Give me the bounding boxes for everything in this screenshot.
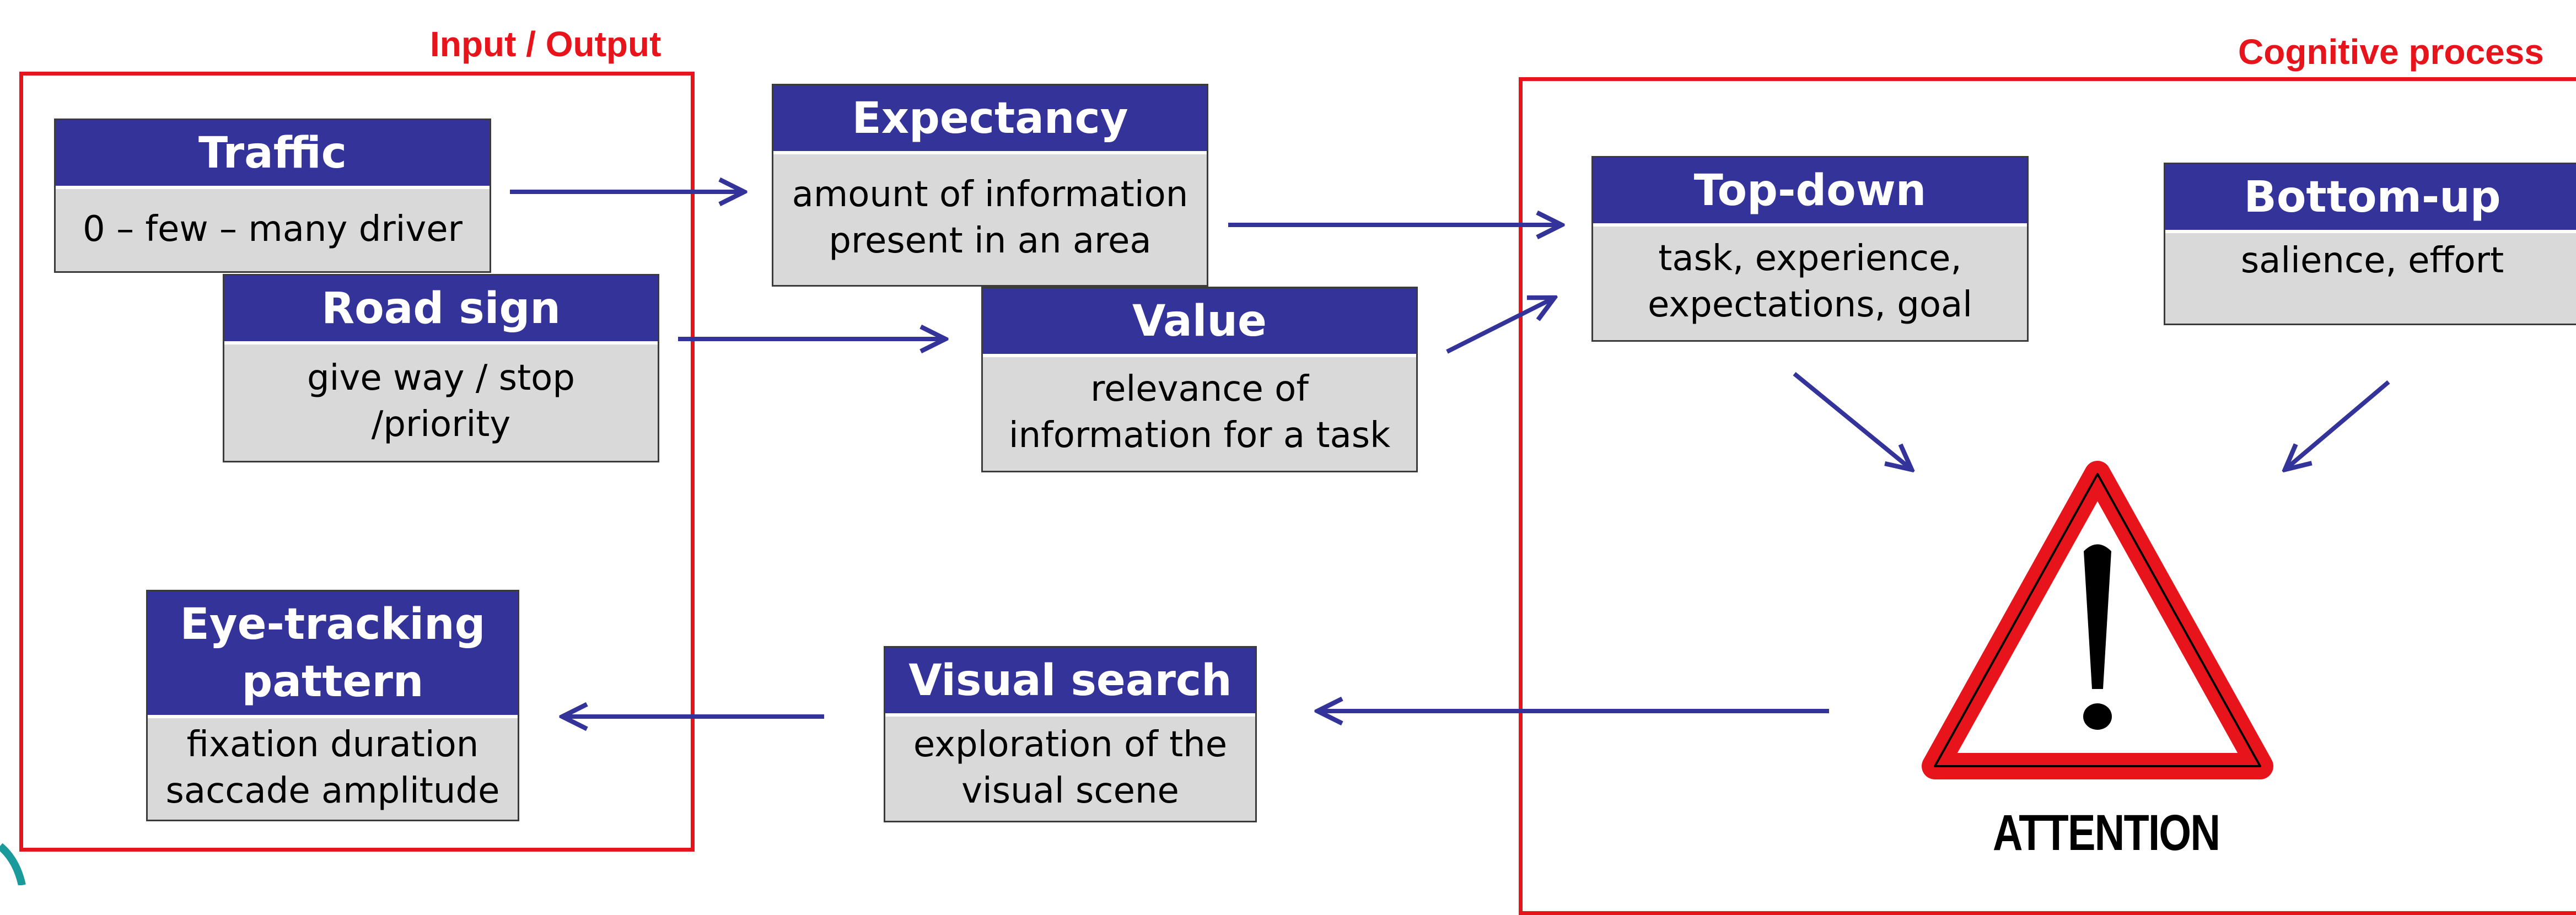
value-box: Value relevance of information for a tas… (981, 287, 1418, 472)
visual-search-body: exploration of the visual scene (913, 724, 1228, 811)
value-title: Value (983, 288, 1416, 357)
visual-search-box: Visual search exploration of the visual … (884, 646, 1257, 822)
expectancy-title: Expectancy (773, 85, 1207, 154)
road-sign-title: Road sign (224, 276, 658, 345)
cognitive-process-label: Cognitive process (2238, 32, 2544, 72)
value-body: relevance of information for a task (1008, 369, 1391, 456)
input-output-label: Input / Output (430, 24, 662, 64)
top-down-box: Top-down task, experience, expectations,… (1591, 156, 2029, 342)
attention-label: ATTENTION (1993, 805, 2220, 861)
traffic-box: Traffic 0 – few – many driver (54, 119, 491, 273)
bottom-up-box: Bottom-up salience, effort (2164, 163, 2576, 325)
traffic-title: Traffic (56, 120, 490, 189)
corner-swoosh-shape (0, 843, 26, 885)
arrow-bottomup-to-attention (2285, 380, 2390, 470)
input-output-region (19, 72, 695, 852)
arrow-topdown-to-attention (1793, 372, 1912, 470)
traffic-body: 0 – few – many driver (83, 208, 463, 250)
eye-tracking-body: fixation duration saccade amplitude (165, 724, 500, 811)
top-down-body: task, experience, expectations, goal (1647, 238, 1973, 325)
warning-triangle-icon (1922, 461, 2273, 779)
flow-arrows (0, 0, 2390, 885)
road-sign-box: Road sign give way / stop /priority (223, 274, 659, 462)
visual-search-title: Visual search (885, 648, 1255, 717)
road-sign-body: give way / stop /priority (307, 357, 575, 445)
expectancy-box: Expectancy amount of information present… (772, 84, 1208, 287)
bottom-up-title: Bottom-up (2165, 164, 2576, 233)
expectancy-body: amount of information present in an area (792, 174, 1188, 261)
top-down-title: Top-down (1593, 158, 2027, 227)
eye-tracking-box: Eye-tracking pattern fixation duration s… (146, 590, 519, 821)
arrow-value-to-topdown (1446, 298, 1555, 354)
bottom-up-body: salience, effort (2240, 240, 2504, 281)
eye-tracking-title: Eye-tracking pattern (148, 591, 518, 718)
